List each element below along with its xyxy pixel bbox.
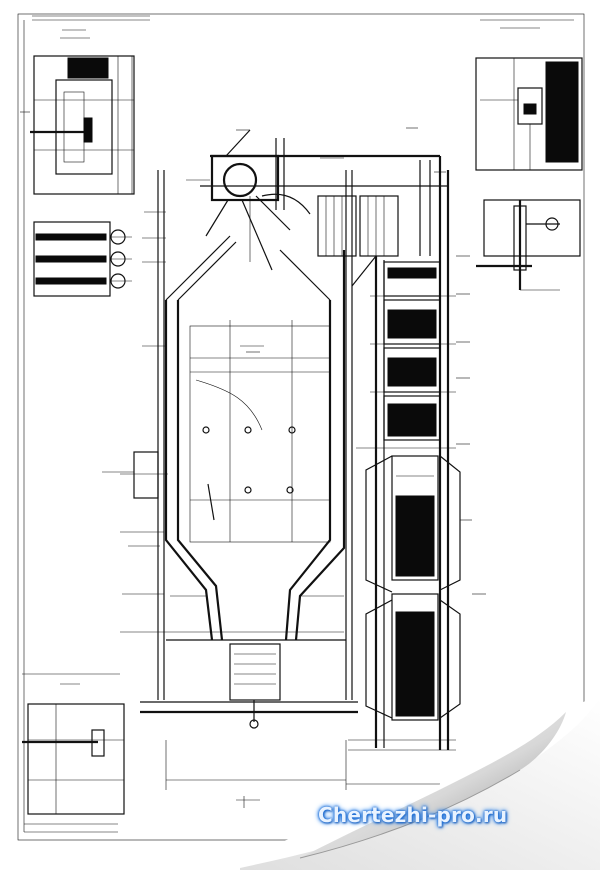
dimension-lines [120, 127, 486, 808]
sheet-frame [17, 13, 585, 841]
header-notes [32, 15, 574, 39]
page-curl [175, 690, 600, 870]
detail-view-bottom-left [22, 673, 125, 833]
detail-view-burners [33, 221, 132, 297]
detail-view-right-mid [476, 199, 581, 291]
steam-drum [205, 129, 311, 271]
convection-section [200, 154, 450, 750]
furnace [102, 235, 346, 641]
detail-view-top-right [475, 57, 583, 171]
air-heater [348, 447, 472, 751]
detail-view-top-left [20, 55, 135, 195]
ash-hopper [229, 643, 281, 729]
economizer-blocks [370, 261, 456, 441]
support-frame [120, 170, 358, 714]
watermark-text: Chertezhi-pro.ru [318, 803, 508, 827]
